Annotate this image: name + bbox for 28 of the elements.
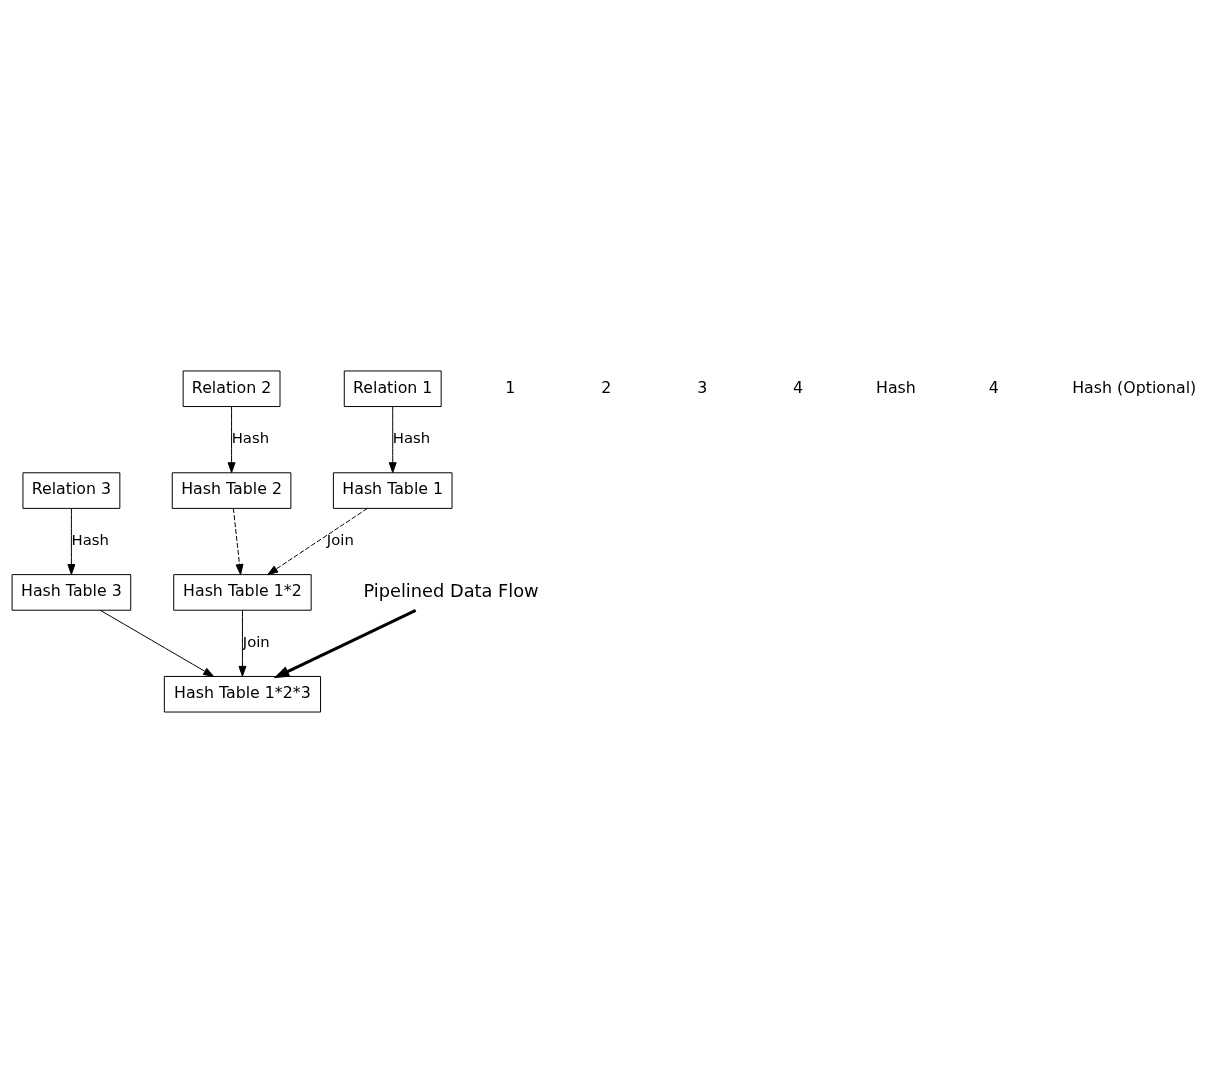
node-box: Hash Table 1*2 <box>173 574 312 611</box>
label: 1 <box>505 377 516 397</box>
arrow <box>67 508 76 575</box>
arrow <box>99 609 215 677</box>
node-box: Relation 2 <box>182 370 281 408</box>
arrow <box>238 609 247 677</box>
edge-label: Join <box>326 530 354 548</box>
node-box: Hash Table 3 <box>11 574 132 611</box>
label: 2 <box>601 377 612 397</box>
arrow <box>388 406 397 474</box>
node-box: Hash Table 1 <box>332 472 453 509</box>
edge-label: Hash <box>231 429 270 447</box>
node-box: Hash Table 1*2*3 <box>163 675 322 713</box>
label: 4 <box>988 377 999 397</box>
edge-label: Hash <box>71 530 109 548</box>
label: Hash <box>876 377 916 397</box>
node-text: Pipelined Data Flow <box>363 579 539 601</box>
label: 4 <box>793 377 804 397</box>
node-box: Relation 1 <box>343 370 442 408</box>
label: 3 <box>697 377 708 397</box>
node-box: Hash Table 2 <box>171 472 292 509</box>
arrow <box>273 609 417 679</box>
arrow <box>232 508 244 575</box>
arrow <box>227 406 236 474</box>
edge-label: Hash <box>392 429 431 447</box>
node-box: Relation 3 <box>22 472 121 509</box>
label: Hash (Optional) <box>1072 377 1197 397</box>
arrow <box>267 508 368 576</box>
